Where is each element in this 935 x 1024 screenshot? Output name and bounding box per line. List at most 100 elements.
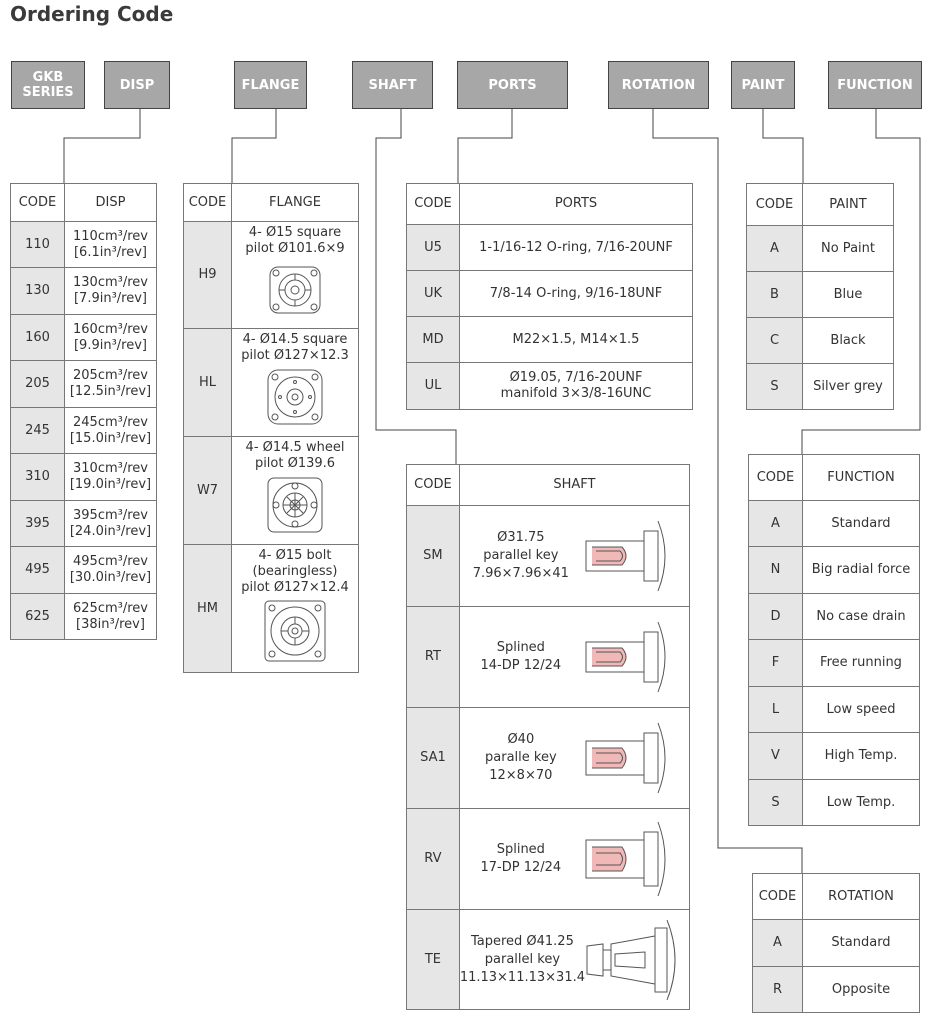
shaft-code: SA1 (406, 707, 460, 809)
function-code: S (748, 779, 803, 826)
flange-hl-drawing-icon (267, 369, 323, 425)
function-name: Standard (802, 500, 920, 547)
ports-col-code: CODE (406, 183, 460, 225)
disp-value-imperial: [38in³/rev] (76, 616, 145, 632)
function-name: High Temp. (802, 732, 920, 780)
disp-value: 160cm³/rev (73, 321, 148, 337)
ports-col-name: PORTS (459, 183, 693, 225)
header-paint: PAINT (731, 61, 795, 109)
disp-code: 245 (10, 407, 65, 454)
paint-name: No Paint (802, 225, 894, 272)
paint-col-name: PAINT (802, 183, 894, 226)
function-name: Low speed (802, 686, 920, 733)
flange-hm-drawing-icon (264, 600, 326, 662)
disp-code: 205 (10, 360, 65, 408)
rotation-code: R (752, 966, 803, 1013)
flange-w7-drawing-icon (267, 477, 323, 533)
shaft-code: RV (406, 808, 460, 910)
rotation-code: A (752, 919, 803, 967)
disp-value-imperial: [30.0in³/rev] (69, 570, 152, 585)
shaft-desc-line2: parallel key (483, 548, 559, 563)
table-row: HM 4- Ø15 bolt (bearingless) pilot Ø127×… (183, 544, 359, 673)
shaft-code: TE (406, 909, 460, 1010)
table-row: HL 4- Ø14.5 square pilot Ø127×12.3 (183, 328, 359, 437)
disp-value-imperial: [6.1in³/rev] (73, 244, 147, 260)
disp-value: 495cm³/rev (73, 554, 148, 569)
ports-desc: M22×1.5, M14×1.5 (459, 316, 693, 363)
page-title: Ordering Code (10, 2, 174, 26)
shaft-rt-drawing-icon (585, 621, 666, 693)
shaft-desc-line2: 17-DP 12/24 (480, 860, 562, 875)
function-name: No case drain (802, 593, 920, 640)
function-name: Big radial force (802, 546, 920, 594)
ports-code: UL (406, 362, 460, 410)
table-row: W7 4- Ø14.5 wheel pilot Ø139.6 (183, 436, 359, 545)
flange-table: CODE FLANGE H9 4- Ø15 square pilot Ø101.… (183, 183, 359, 673)
shaft-code: RT (406, 606, 460, 708)
shaft-desc-line1: Ø40 (507, 732, 535, 747)
flange-desc-line1: 4- Ø15 square (248, 225, 342, 240)
disp-code: 625 (10, 593, 65, 640)
flange-connector (231, 109, 277, 183)
header-shaft: SHAFT (352, 61, 433, 109)
paint-name: Blue (802, 271, 894, 318)
function-code: D (748, 593, 803, 640)
disp-value: 395cm³/rev (73, 507, 148, 523)
disp-code: 160 (10, 314, 65, 361)
shaft-te-drawing-icon (586, 919, 676, 1000)
ports-code: UK (406, 270, 460, 317)
table-row: H9 4- Ø15 square pilot Ø101.6×9 (183, 221, 359, 329)
disp-value: 110cm³/rev (73, 228, 148, 244)
disp-value: 130cm³/rev (73, 275, 148, 290)
ports-connector (457, 109, 513, 183)
disp-code: 110 (10, 221, 65, 268)
function-name: Low Temp. (802, 779, 920, 826)
function-code: V (748, 732, 803, 780)
shaft-desc-line3: 7.96×7.96×41 (472, 566, 569, 581)
flange-code: HL (183, 328, 232, 437)
flange-desc-line1: 4- Ø14.5 wheel (245, 440, 345, 455)
rotation-col-code: CODE (752, 873, 803, 920)
shaft-rv-drawing-icon (585, 821, 666, 897)
disp-value-imperial: [7.9in³/rev] (73, 291, 147, 306)
function-code: F (748, 639, 803, 687)
flange-desc-line2: pilot Ø101.6×9 (245, 241, 345, 256)
ports-desc: 7/8-14 O-ring, 9/16-18UNF (459, 270, 693, 317)
header-function: FUNCTION (828, 61, 922, 109)
paint-col-code: CODE (746, 183, 803, 226)
shaft-desc-line2: 14-DP 12/24 (480, 658, 562, 673)
disp-value: 310cm³/rev (73, 461, 148, 476)
header-disp: DISP (104, 61, 170, 109)
flange-desc-line3: pilot Ø127×12.4 (241, 580, 349, 595)
header-ports: PORTS (457, 61, 568, 109)
header-series-line2: SERIES (22, 85, 74, 100)
ports-desc: 1-1/16-12 O-ring, 7/16-20UNF (459, 224, 693, 271)
paint-code: C (746, 317, 803, 364)
paint-connector (762, 109, 804, 183)
